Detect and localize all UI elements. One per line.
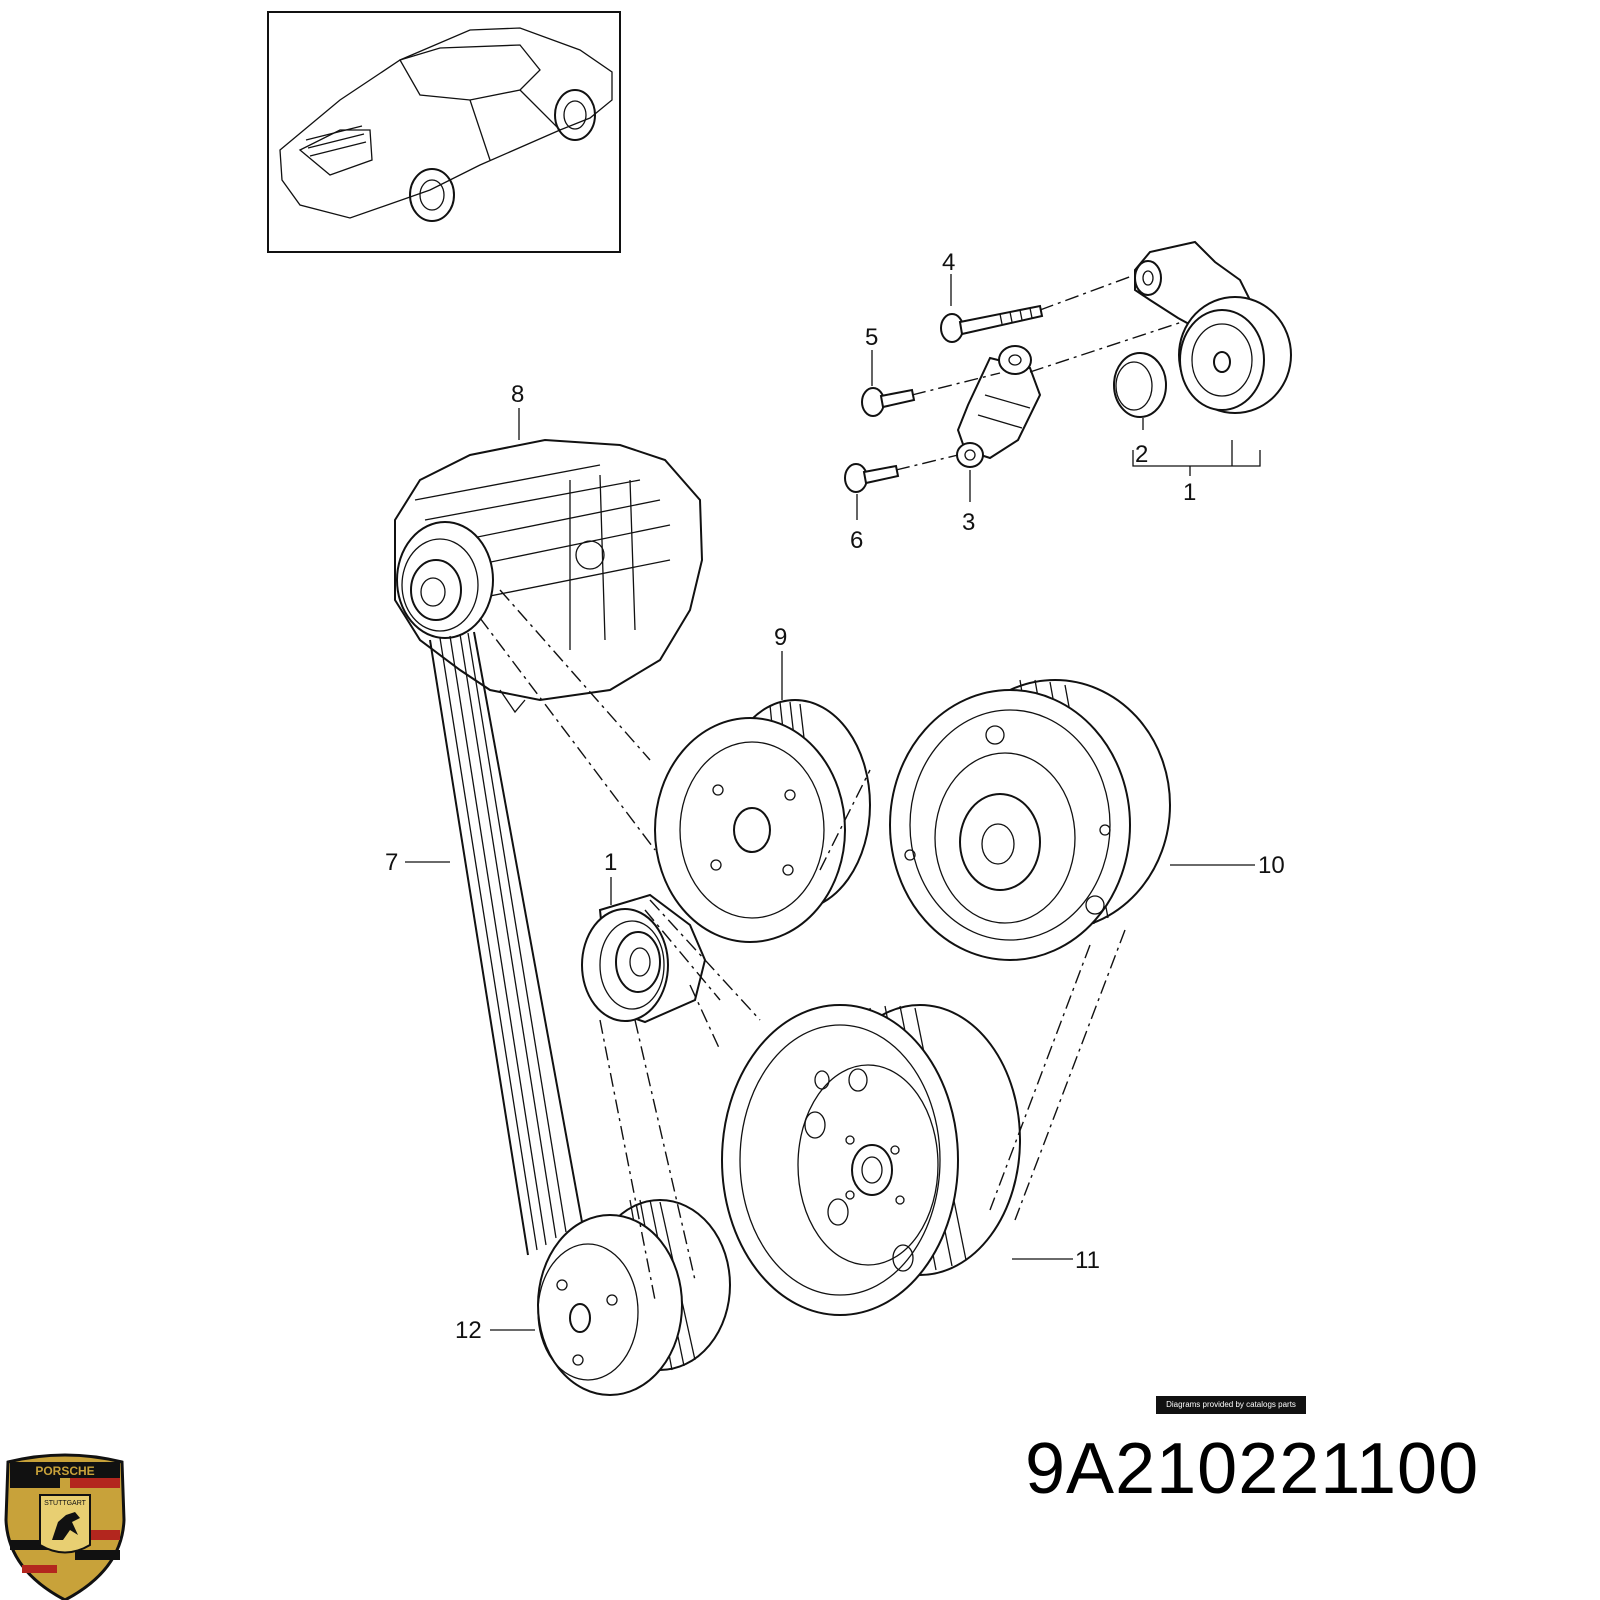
porsche-crest-logo: PORSCHE STUTTGART xyxy=(4,1453,126,1600)
callout-10: 10 xyxy=(1258,852,1285,879)
callout-12: 12 xyxy=(455,1317,482,1344)
callout-2: 2 xyxy=(1135,441,1148,468)
callout-7: 7 xyxy=(385,849,398,876)
bolt-long xyxy=(940,304,1044,343)
alternator xyxy=(394,438,704,714)
crankshaft-pulley xyxy=(721,1004,1021,1316)
bolt-short xyxy=(844,463,900,493)
callout-11: 11 xyxy=(1075,1247,1100,1274)
v-ribbed-belt xyxy=(429,631,583,1256)
logo-brand-text: PORSCHE xyxy=(35,1464,94,1478)
callout-1-mid: 1 xyxy=(604,849,617,876)
callout-1-top: 1 xyxy=(1183,479,1196,506)
ac-compressor-pulley xyxy=(889,679,1171,961)
callout-3: 3 xyxy=(962,509,975,536)
car-inset xyxy=(267,11,621,253)
pulley-12 xyxy=(537,1199,731,1396)
callout-8: 8 xyxy=(511,381,524,408)
tensioner-assembly xyxy=(1113,240,1292,418)
callout-6: 6 xyxy=(850,527,863,554)
callout-4: 4 xyxy=(942,249,955,276)
logo-city-text: STUTTGART xyxy=(44,1500,87,1507)
bolt-medium xyxy=(861,387,916,417)
part-number: 9A210221100 xyxy=(1025,1429,1480,1509)
callout-9: 9 xyxy=(774,624,787,651)
diagram-credit: Diagrams provided by catalogs parts xyxy=(1156,1396,1306,1414)
callout-5: 5 xyxy=(865,324,878,351)
pulley-9 xyxy=(654,699,871,943)
damper xyxy=(956,345,1042,468)
tensioner-assembly-lower xyxy=(581,893,707,1024)
